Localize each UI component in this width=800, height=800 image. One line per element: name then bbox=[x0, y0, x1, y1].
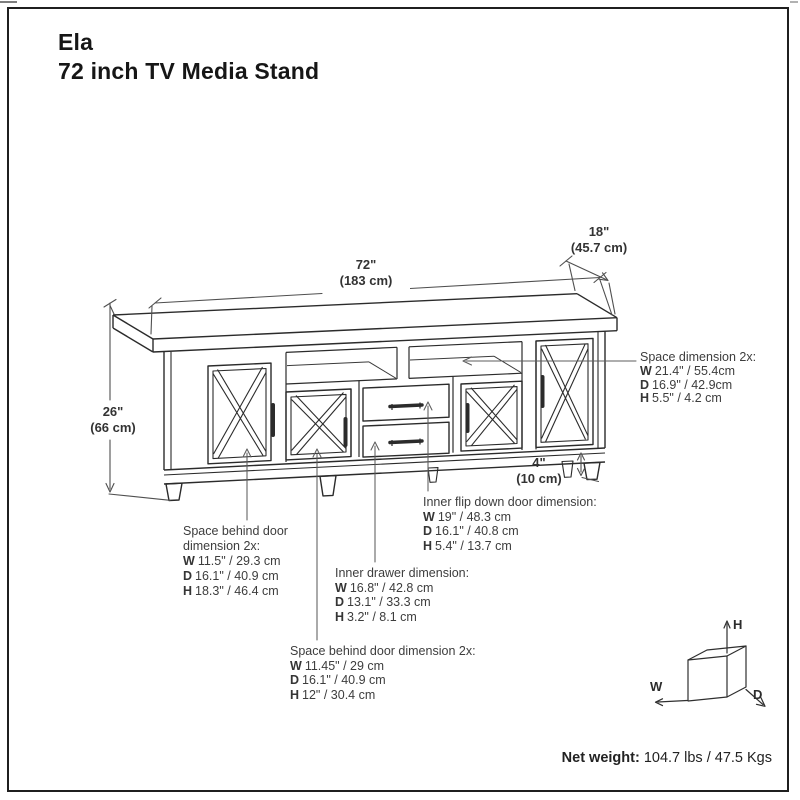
height-dimension bbox=[103, 298, 171, 501]
net-weight: Net weight: 104.7 lbs / 47.5 Kgs bbox=[562, 750, 772, 766]
axis-label-h: H bbox=[733, 617, 743, 632]
leader-behind-tall-door bbox=[242, 448, 252, 521]
legs bbox=[165, 460, 601, 502]
axis-cube-icon bbox=[654, 620, 766, 707]
leader-behind-short-door bbox=[312, 448, 322, 641]
flip-down-door-front bbox=[362, 383, 450, 422]
leader-flip-door bbox=[423, 401, 433, 492]
leg-height-dimension-label: 4" (10 cm) bbox=[516, 455, 562, 486]
dimension-lines bbox=[103, 255, 616, 501]
depth-dimension bbox=[559, 255, 616, 315]
barn-door-right-short bbox=[460, 380, 523, 452]
barn-door-left-short bbox=[285, 388, 352, 461]
brand-name: Ela bbox=[58, 29, 94, 55]
product-name: 72 inch TV Media Stand bbox=[58, 58, 320, 84]
tv-stand bbox=[112, 293, 618, 502]
leader-drawer bbox=[370, 441, 380, 563]
page-border bbox=[7, 7, 789, 792]
height-dimension-label: 26" (66 cm) bbox=[85, 404, 141, 436]
axis-label-w: W bbox=[650, 679, 663, 694]
leader-lines bbox=[242, 356, 637, 641]
drawer-handle bbox=[388, 403, 424, 409]
net-weight-label: Net weight: bbox=[561, 750, 640, 766]
leg-dimension bbox=[576, 452, 600, 483]
width-dimension bbox=[148, 271, 613, 335]
barn-door-left-tall bbox=[207, 362, 275, 465]
width-dimension-label: 72" (183 cm) bbox=[322, 257, 410, 289]
barn-door-right-tall bbox=[535, 337, 594, 449]
net-weight-value: 104.7 lbs / 47.5 Kgs bbox=[643, 750, 772, 766]
drawer-handle bbox=[388, 439, 424, 445]
leader-shelf-space bbox=[462, 356, 637, 366]
depth-dimension-label: 18" (45.7 cm) bbox=[570, 224, 628, 255]
product-title: Ela 72 inch TV Media Stand bbox=[58, 28, 319, 86]
axis-label-d: D bbox=[753, 687, 763, 702]
drawer-front bbox=[362, 421, 450, 458]
